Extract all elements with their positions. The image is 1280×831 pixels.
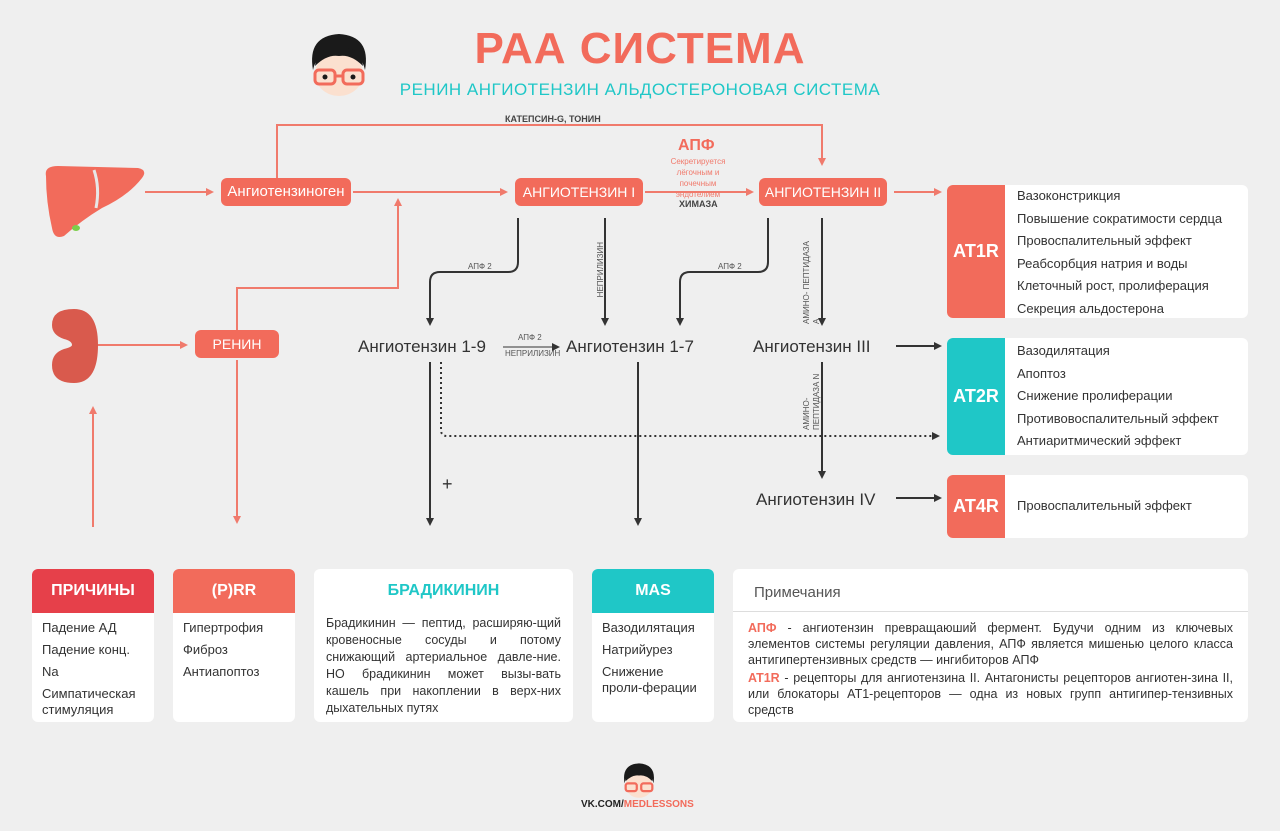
list-item: Гипертрофия [183, 620, 264, 635]
receptor-at2r: AT2R Вазодилятация Апоптоз Снижение прол… [947, 338, 1248, 455]
node-angiotensin-2: АНГИОТЕНЗИН II [759, 178, 887, 206]
receptor-tag: AT1R [947, 185, 1005, 318]
note-term-apf: АПФ [748, 621, 777, 635]
footer-site-prefix: VK.COM/ [581, 799, 624, 810]
card-notes: Примечания АПФ - ангиотензин превращаюши… [733, 569, 1248, 722]
effect-item: Противовоспалительный эффект [1017, 410, 1219, 426]
list-item: Снижение проли-ферации [602, 664, 697, 695]
bradykinin-text: Брадикинин — пептид, расширяю-щий кровен… [326, 616, 561, 715]
label-apf: АПФ [678, 137, 715, 154]
card-title: БРАДИКИНИН [387, 582, 500, 599]
effect-item: Снижение пролиферации [1017, 388, 1173, 403]
list-item: Падение конц. Na [42, 642, 130, 679]
label-neprilysin-v: НЕПРИЛИЗИН [596, 242, 605, 298]
node-angiotensinogen: Ангиотензиноген [221, 178, 351, 206]
label-cathepsin: КАТЕПСИН-G, ТОНИН [505, 114, 601, 124]
effect-item: Вазоконстрикция [1017, 188, 1121, 203]
card-mas: MAS Вазодилятация Натрийурез Снижение пр… [592, 569, 714, 722]
list-item: Натрийурез [602, 642, 673, 657]
note-text-apf: - ангиотензин превращаюший фермент. Буду… [748, 621, 1233, 667]
label-apf2-b: АПФ 2 [718, 262, 742, 271]
avatar-icon [303, 30, 375, 98]
note-text-at1r: - рецепторы для ангиотензина II. Антагон… [748, 671, 1233, 717]
receptor-tag: AT4R [947, 475, 1005, 538]
list-item: Вазодилятация [602, 620, 695, 635]
receptor-at4r: AT4R Провоспалительный эффект [947, 475, 1248, 538]
node-angiotensin-4: Ангиотензин IV [756, 490, 876, 509]
label-plus: + [442, 474, 453, 494]
effect-item: Повышение сократимости сердца [1017, 210, 1223, 226]
node-angiotensin-1-7: Ангиотензин 1-7 [566, 337, 694, 356]
label-neprilysin-h: НЕПРИЛИЗИН [505, 349, 561, 358]
effect-item: Вазодилятация [1017, 343, 1110, 358]
node-angiotensin-1-9: Ангиотензин 1-9 [358, 337, 486, 356]
receptor-at1r: AT1R Вазоконстрикция Повышение сократимо… [947, 185, 1248, 318]
card-bradykinin: БРАДИКИНИН Брадикинин — пептид, расширяю… [314, 569, 573, 722]
card-title: (P)RR [173, 569, 295, 613]
effect-item: Провоспалительный эффект [1017, 498, 1192, 514]
effect-item: Клеточный рост, пролиферация [1017, 278, 1209, 293]
kidney-icon [50, 307, 100, 385]
effect-item: Провоспалительный эффект [1017, 233, 1192, 248]
effect-item: Секреция альдостерона [1017, 300, 1164, 316]
list-item: Симпатическая стимуляция [42, 686, 136, 717]
label-apf-note: Секретируется лёгочным и почечным эндоте… [670, 157, 726, 199]
label-apf2-a: АПФ 2 [468, 262, 492, 271]
list-item: Антиапоптоз [183, 664, 260, 679]
list-item: Падение АД [42, 620, 117, 635]
effect-item: Апоптоз [1017, 365, 1066, 381]
effect-item: Антиаритмический эффект [1017, 433, 1182, 448]
liver-icon [42, 162, 148, 240]
label-apf2-c: АПФ 2 [518, 333, 542, 342]
note-term-at1r: AT1R [748, 671, 780, 685]
card-causes: ПРИЧИНЫ Падение АД Падение конц. Na Симп… [32, 569, 154, 722]
list-item: Фиброз [183, 642, 228, 657]
card-title: ПРИЧИНЫ [32, 569, 154, 613]
node-angiotensin-3: Ангиотензин III [753, 337, 871, 356]
card-prr: (P)RR Гипертрофия Фиброз Антиапоптоз [173, 569, 295, 722]
effect-item: Реабсорбция натрия и воды [1017, 255, 1188, 271]
card-title: MAS [592, 569, 714, 613]
footer-avatar-icon [619, 761, 659, 799]
node-renin: РЕНИН [195, 330, 279, 358]
label-aminopep-n: АМИНО- ПЕПТИДАЗА N [802, 373, 821, 430]
label-chymase: ХИМАЗА [679, 199, 718, 209]
page-title: РАА СИСТЕМА [474, 24, 806, 73]
node-angiotensin-1: АНГИОТЕНЗИН I [515, 178, 643, 206]
label-aminopep-a: АМИНО- ПЕПТИДАЗА А [802, 241, 821, 324]
footer-site[interactable]: VK.COM/MEDLESSONS [581, 799, 694, 810]
receptor-tag: AT2R [947, 338, 1005, 455]
footer-site-name: MEDLESSONS [623, 799, 694, 810]
card-title: Примечания [733, 569, 1248, 612]
page-subtitle: РЕНИН АНГИОТЕНЗИН АЛЬДОСТЕРОНОВАЯ СИСТЕМ… [399, 80, 881, 99]
